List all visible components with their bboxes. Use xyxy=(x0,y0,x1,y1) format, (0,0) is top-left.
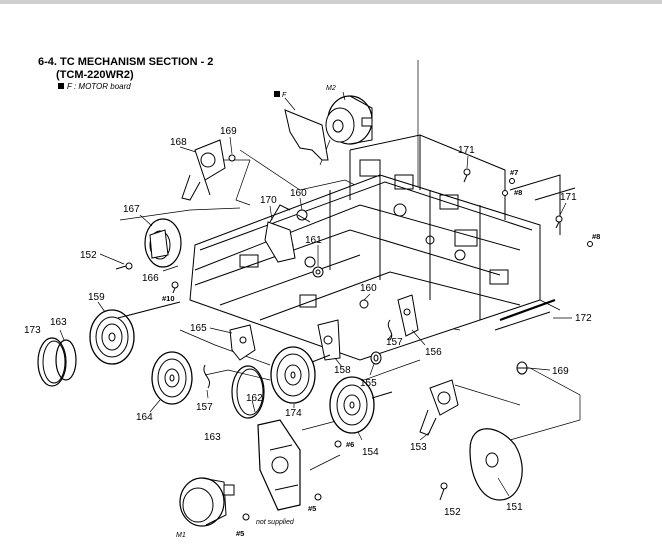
part-173-belt xyxy=(37,337,67,387)
part-155-roller xyxy=(370,351,382,365)
label-162: 162 xyxy=(246,393,263,404)
label-m1: M1 xyxy=(176,532,186,539)
part-160-lower xyxy=(359,299,369,309)
label-160-top: 160 xyxy=(290,188,307,199)
part-168-assembly xyxy=(181,139,226,201)
label-156: 156 xyxy=(425,347,442,358)
part-167-gear xyxy=(144,218,182,268)
label-154: 154 xyxy=(362,447,379,458)
leader-lines xyxy=(59,91,572,497)
model-subtitle: (TCM-220WR2) xyxy=(56,69,134,81)
label-171-right: 171 xyxy=(560,192,577,203)
legend-text: F : MOTOR board xyxy=(67,82,131,91)
label-screw-5-right: #5 xyxy=(308,504,316,513)
label-159: 159 xyxy=(88,292,105,303)
label-153: 153 xyxy=(410,442,427,453)
part-170-lever xyxy=(264,204,296,263)
part-153-assembly xyxy=(419,379,459,436)
label-163-center: 163 xyxy=(204,432,221,443)
label-165: 165 xyxy=(190,323,207,334)
label-170: 170 xyxy=(260,195,277,206)
label-f: F xyxy=(282,92,287,99)
legend-square-icon xyxy=(58,83,64,89)
label-screw-8-right: #8 xyxy=(592,232,600,241)
motor-m2-part xyxy=(325,95,373,145)
top-divider xyxy=(0,0,662,4)
f-board-marker-icon xyxy=(274,91,280,97)
label-161: 161 xyxy=(305,235,322,246)
part-162-belt xyxy=(231,365,265,419)
label-166: 166 xyxy=(142,273,159,284)
label-168: 168 xyxy=(170,137,187,148)
part-159-flywheel xyxy=(89,301,181,365)
part-156-lever xyxy=(397,294,419,337)
label-screw-5-left: #5 xyxy=(236,529,244,538)
label-157-right: 157 xyxy=(386,337,403,348)
part-157-spring-right xyxy=(387,319,393,341)
label-171-top: 171 xyxy=(458,145,475,156)
section-title: 6-4. TC MECHANISM SECTION - 2 xyxy=(38,56,214,68)
part-165-bracket xyxy=(229,324,256,361)
motor-board-f-part xyxy=(284,109,329,161)
label-screw-6: #6 xyxy=(346,440,354,449)
part-169-roller xyxy=(516,361,530,375)
label-not-supplied: not supplied xyxy=(256,519,295,526)
label-screw-10: #10 xyxy=(162,294,175,303)
part-158-bracket xyxy=(317,319,341,361)
section-header: 6-4. TC MECHANISM SECTION - 2 (TCM-220WR… xyxy=(38,56,213,92)
part-163-belt xyxy=(55,339,77,381)
label-164: 164 xyxy=(136,412,153,423)
screws xyxy=(115,154,593,521)
part-164-flywheel xyxy=(151,351,193,405)
part-174-pulley xyxy=(270,346,331,404)
label-155: 155 xyxy=(360,378,377,389)
label-152-left: 152 xyxy=(80,250,97,261)
label-158: 158 xyxy=(334,365,351,376)
label-172: 172 xyxy=(575,313,592,324)
motor-bracket xyxy=(257,419,301,511)
part-154-pulley xyxy=(329,376,393,434)
label-m2: M2 xyxy=(326,85,336,92)
label-screw-7: #7 xyxy=(510,168,518,177)
label-163-left: 163 xyxy=(50,317,67,328)
part-161-small xyxy=(312,266,324,278)
part-number-labels: M2 F 168 169 171 #7 #8 171 #8 167 170 16… xyxy=(24,85,600,539)
label-173: 173 xyxy=(24,325,41,336)
label-169-right: 169 xyxy=(552,366,569,377)
label-151: 151 xyxy=(506,502,523,513)
board-legend: F : MOTOR board xyxy=(58,82,213,92)
label-169-top: 169 xyxy=(220,126,237,137)
label-167: 167 xyxy=(123,204,140,215)
label-174: 174 xyxy=(285,408,302,419)
label-screw-8-top: #8 xyxy=(514,188,522,197)
motor-m1-part xyxy=(179,477,235,527)
label-157-left: 157 xyxy=(196,402,213,413)
label-160-lower: 160 xyxy=(360,283,377,294)
label-152-bottom: 152 xyxy=(444,507,461,518)
part-151-gear-plate xyxy=(469,428,523,501)
part-157-spring xyxy=(203,364,210,389)
